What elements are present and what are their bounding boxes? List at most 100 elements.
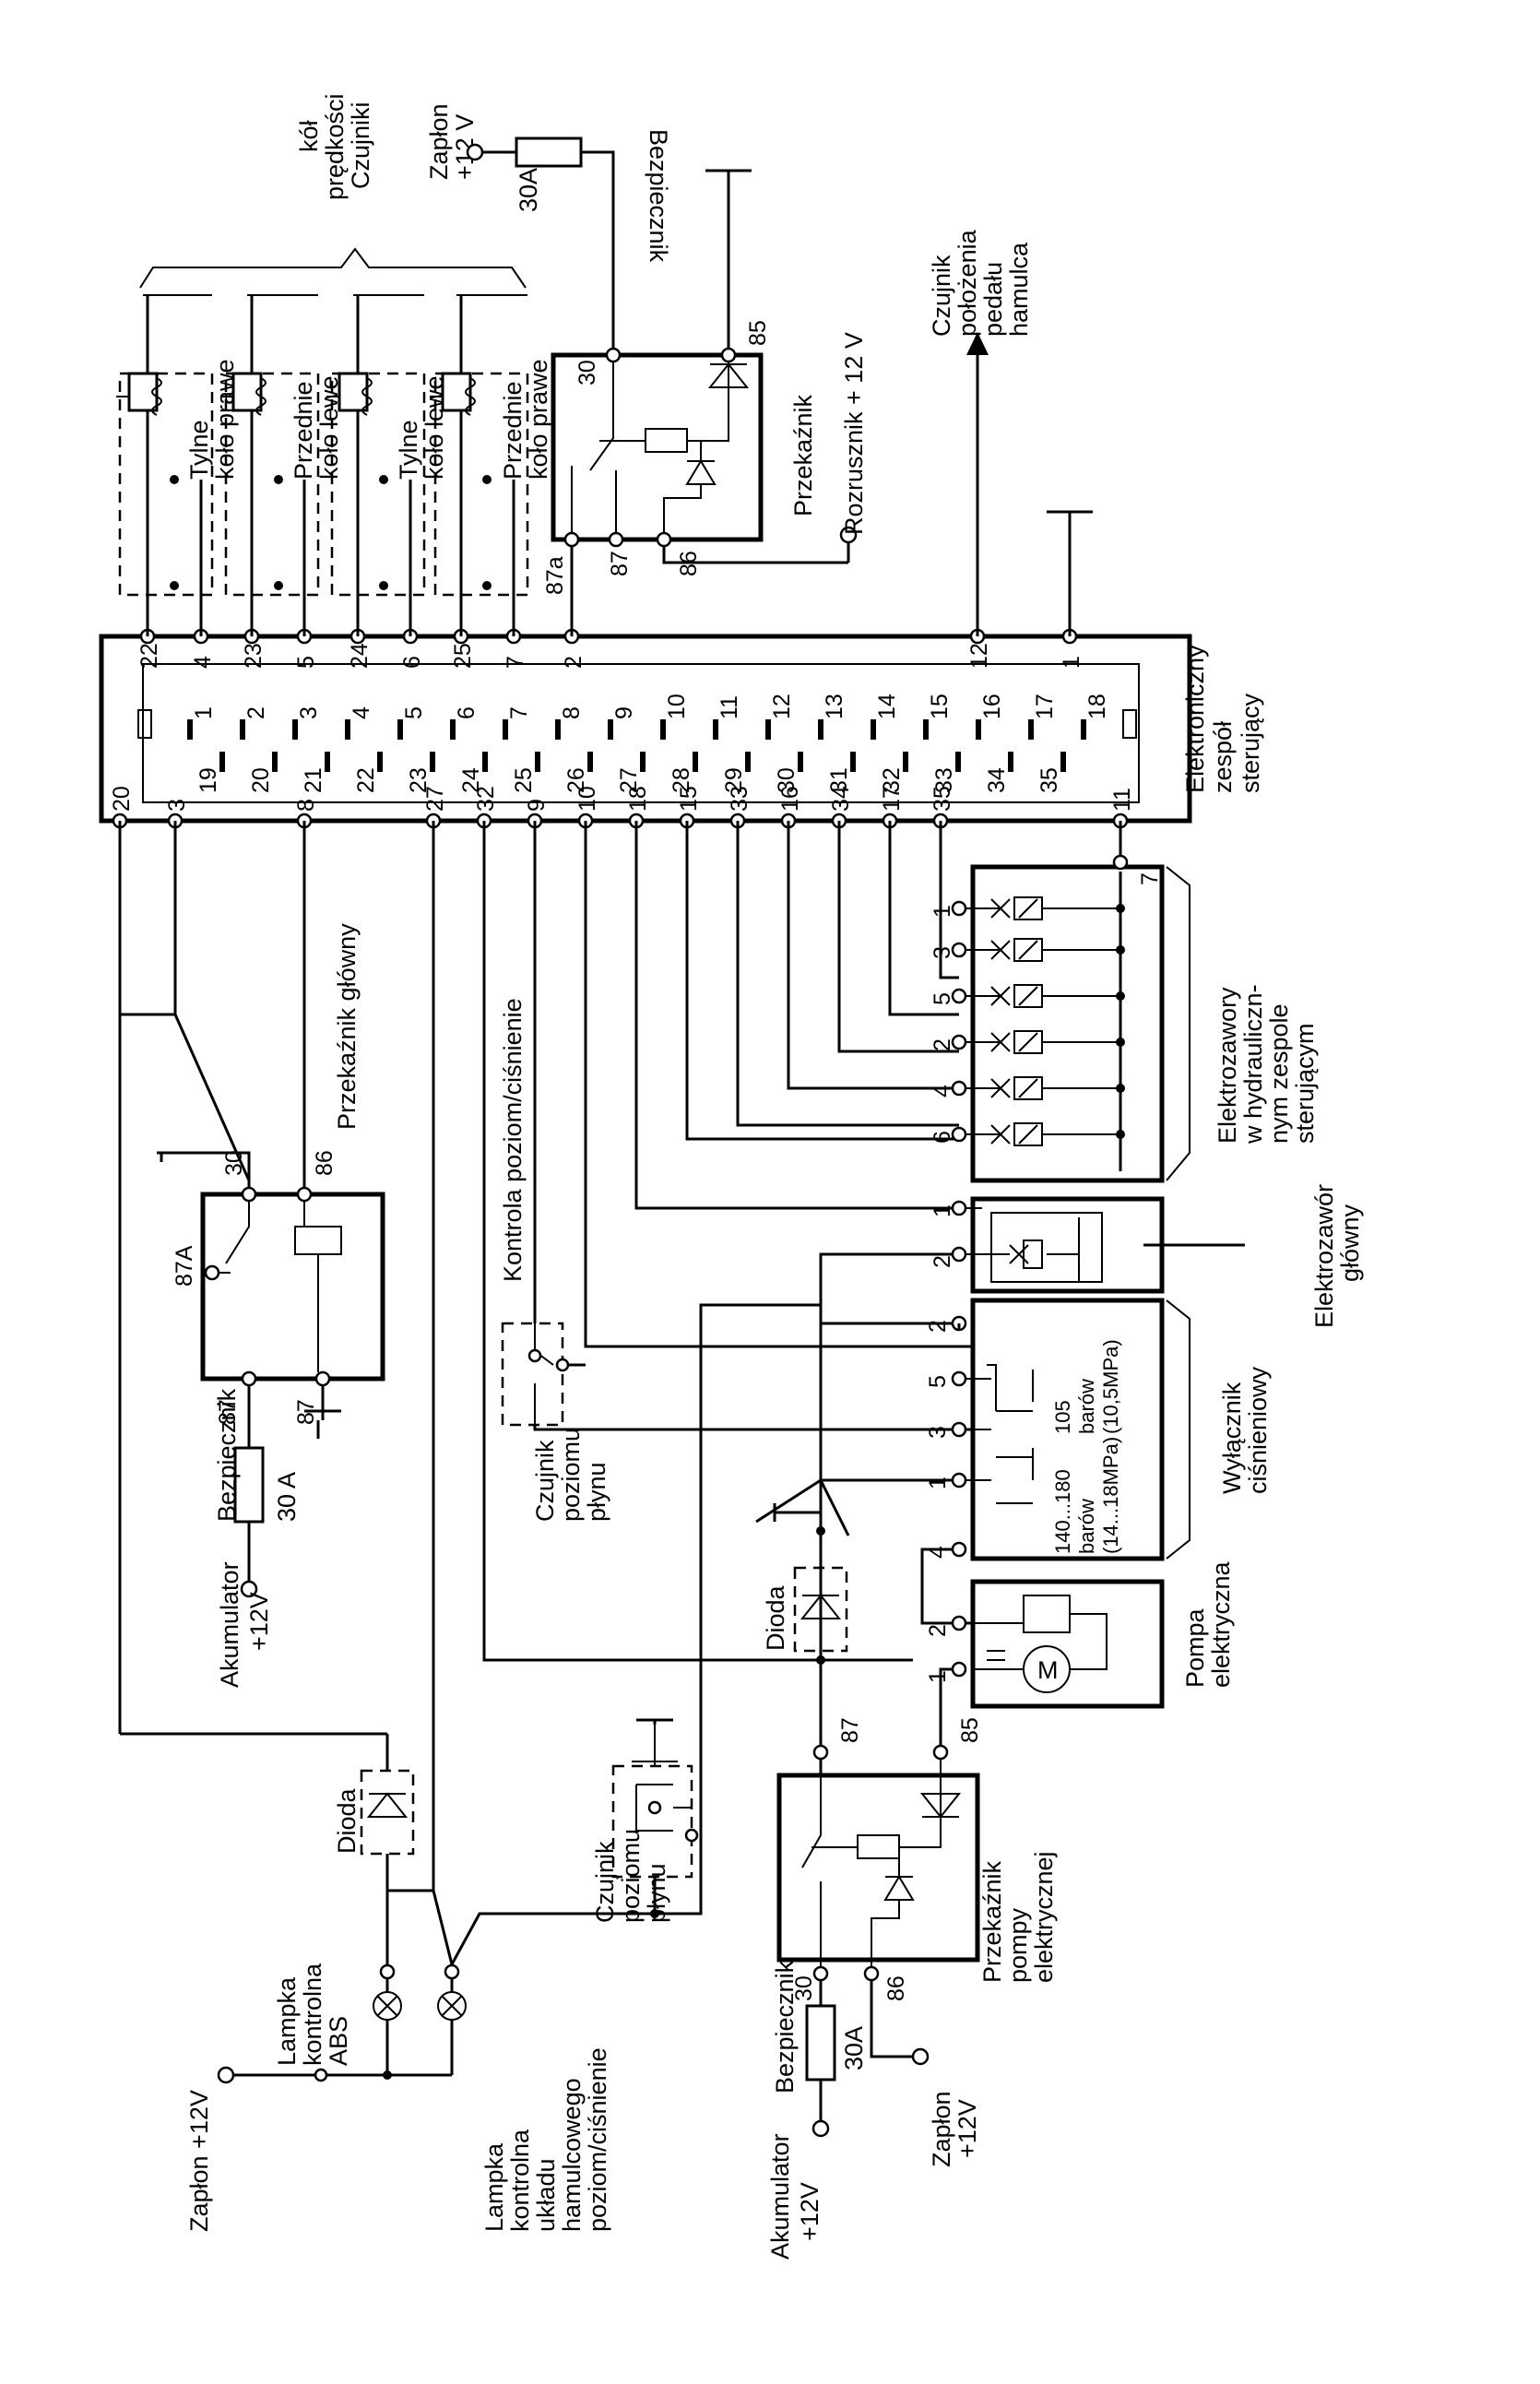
abs-lamp-label-3: ABS (325, 2016, 352, 2066)
ecu-bottom-pin-label: 32 (473, 786, 499, 812)
starter-relay-pin-87a: 87a (542, 556, 568, 595)
pump-relay-label-2: pompy (1004, 1907, 1032, 1983)
ecu-inner-lower-label: 20 (248, 767, 274, 793)
electric-pump: M 2 1 Pompa elektryczna (925, 1560, 1235, 1734)
level-pressure-label: Kontrola poziom/ciśnienie (499, 998, 527, 1282)
pressure-switch-label-1: Wyłącznik (1218, 1382, 1246, 1494)
ignition-bottom-label-2: +12V (954, 2099, 981, 2158)
diode-1: Dioda (762, 1526, 848, 1734)
ecu-inner-lower-label: 35 (1037, 767, 1062, 793)
ecu-contact (660, 719, 666, 740)
pressure-switch-low-3: (14...18MPa) (1099, 1437, 1122, 1554)
fluid-sensor-2-label-2: poziomu (617, 1829, 645, 1923)
solenoids-label-3: nym zespole (1265, 1003, 1293, 1144)
wheel-sensors-label-1: Czujniki (347, 101, 374, 189)
solenoid-valve-symbol (965, 1076, 1120, 1100)
ecu-inner-upper-label: 7 (506, 706, 532, 719)
brake-lamp: Lampka kontrolna układu hamulcowego pozi… (432, 1890, 611, 2232)
solenoid-pin-label: 6 (930, 1131, 955, 1144)
diode-2: Dioda (120, 1732, 415, 1964)
brake-lamp-label-1: Lampka (480, 2142, 508, 2232)
brake-lamp-label-2: kontrolna (506, 2129, 534, 2232)
ecu-bottom-pin-label: 3 (164, 799, 190, 812)
ecu-inner-lower-label: 28 (669, 767, 694, 793)
battery-bottom-label-1: Akumulator (766, 2133, 794, 2259)
starter-relay-pin-87: 87 (607, 551, 633, 576)
ecu-inner-lower-label: 27 (616, 767, 642, 793)
ecu-inner-upper-label: 13 (822, 694, 847, 719)
battery-bottom: Bezpiecznik 30A Akumulator +12V (766, 1960, 868, 2259)
ecu-inner-lower-label: 21 (301, 767, 326, 793)
wheel-sensors-label-3: kół (295, 120, 323, 152)
pressure-switch-pin-4: 4 (925, 1546, 951, 1559)
wheel-sensor-2-label-1: Przednie (290, 381, 317, 480)
brake-pedal-label-1: Czujnik (928, 255, 955, 337)
ecu-top-pin-label: 12 (966, 643, 992, 669)
ecu-top-pin-label: 25 (450, 643, 476, 669)
battery-bottom-fuse-rating: 30A (840, 2026, 868, 2070)
brake-lamp-label-3: układu (532, 2158, 560, 2232)
battery-left: Bezpiecznik 30 A Akumulator +12V (213, 1388, 301, 1688)
ecu-bottom-pin-label: 9 (524, 799, 550, 812)
ecu-bottom-pin-label: 11 (1109, 788, 1135, 812)
ecu-contact (923, 719, 929, 740)
ecu-inner-lower-label: 24 (458, 767, 484, 793)
main-relay-pin-87A: 87A (172, 1245, 197, 1287)
solenoid-valve-symbol (965, 938, 1120, 962)
ecu-inner-lower-label: 34 (984, 767, 1010, 793)
ecu-contact (377, 752, 383, 772)
main-relay-pin-87b: 87 (293, 1399, 319, 1425)
pump-relay-pin-86: 86 (883, 1975, 909, 2001)
main-relay-label: Przekaźnik główny (333, 923, 361, 1130)
pressure-switch-high-3: (10,5MPa) (1099, 1339, 1122, 1434)
ecu-inner-upper-label: 4 (349, 706, 374, 719)
ecu-inner-upper-label: 8 (559, 706, 585, 719)
brake-pedal-label-2: położenia (954, 229, 981, 337)
battery-left-label-1: Akumulator (216, 1561, 243, 1688)
pressure-switch-pin-1: 1 (925, 1477, 951, 1489)
battery-left-label-2: +12V (245, 1592, 273, 1651)
ecu-contact (1028, 719, 1034, 740)
abs-lamp-label-2: kontrolna (299, 1963, 326, 2066)
ecu-contact (818, 719, 823, 740)
main-valve-pin-1: 1 (930, 1204, 955, 1217)
pump-pin-1: 1 (925, 1670, 951, 1683)
ecu-top-pin-label: 7 (503, 656, 528, 669)
ecu-contact (187, 719, 193, 740)
battery-left-fuse-rating: 30 A (273, 1472, 301, 1522)
ecu-contact (240, 719, 245, 740)
ecu-inner-lower-label: 22 (353, 767, 379, 793)
ecu-bottom-pin-label: 10 (575, 786, 600, 812)
ignition-left-label: Zapłon +12V (185, 2090, 213, 2232)
brake-pedal-label-4: hamulca (1005, 242, 1033, 337)
ecu-bottom-pin-label: 20 (109, 786, 135, 812)
fluid-sensor-2-label-1: Czujnik (591, 1841, 619, 1923)
fluid-sensor-2-label-3: płynu (643, 1863, 670, 1923)
ecu-top-pin-label: 1 (1059, 656, 1084, 669)
ecu-contact (713, 719, 718, 740)
ecu-contact (397, 719, 403, 740)
ecu-contact (1081, 719, 1086, 740)
pump-label-2: elektryczna (1207, 1560, 1235, 1688)
ecu-inner-lower-label: 26 (563, 767, 589, 793)
ecu-bottom-pin-label: 16 (777, 786, 803, 812)
starter-label: Rozrusznik + 12 V (840, 332, 868, 535)
ecu-contact (587, 752, 593, 772)
ecu-inner-lower-label: 19 (195, 767, 221, 793)
ecu-contact (976, 719, 981, 740)
ecu-bottom-pin-label: 18 (625, 786, 651, 812)
ecu-top-pin-label: 23 (241, 643, 267, 669)
ignition-top-fuse-rating: 30A (515, 168, 542, 212)
pressure-switch-low-1: 140...180 (1051, 1469, 1074, 1554)
ecu-contact (850, 752, 856, 772)
ecu-label-1: Elektroniczny (1181, 645, 1209, 793)
ecu-top-pin-label: 24 (347, 643, 373, 669)
solenoid-valve-symbol (965, 984, 1120, 1008)
pump-relay-label-1: Przekaźnik (978, 1860, 1006, 1983)
main-relay-pin-30: 30 (221, 1150, 247, 1176)
battery-left-fuse-label: Bezpiecznik (213, 1388, 241, 1522)
ecu-contact (693, 752, 698, 772)
ecu-inner-lower-label: 32 (879, 767, 905, 793)
pressure-switch-pin-3: 3 (925, 1426, 951, 1439)
